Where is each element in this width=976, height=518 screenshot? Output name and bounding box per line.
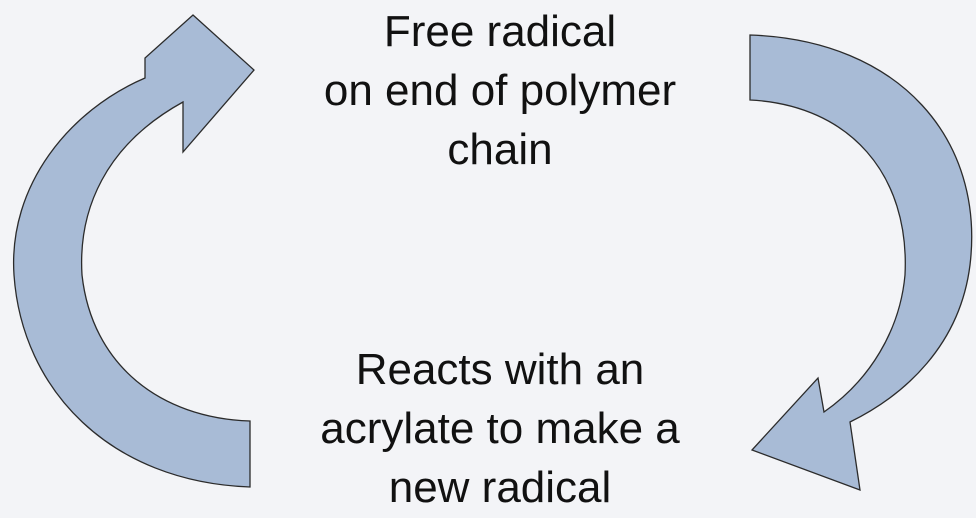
- node-text-line: Reacts with an: [355, 345, 645, 394]
- node-text-line: on end of polymer: [323, 66, 677, 115]
- arrow-free-radical-to-reaction: [749, 34, 973, 491]
- arrow-reaction-to-free-radical: [12, 14, 255, 488]
- node-reacts-with-acrylate: Reacts with an acrylate to make a new ra…: [240, 340, 760, 517]
- node-free-radical: Free radical on end of polymer chain: [240, 2, 760, 179]
- node-text-line: acrylate to make a: [320, 404, 680, 453]
- node-text-line: chain: [447, 125, 553, 174]
- node-text-line: Free radical: [383, 7, 617, 56]
- node-text-line: new radical: [388, 463, 612, 512]
